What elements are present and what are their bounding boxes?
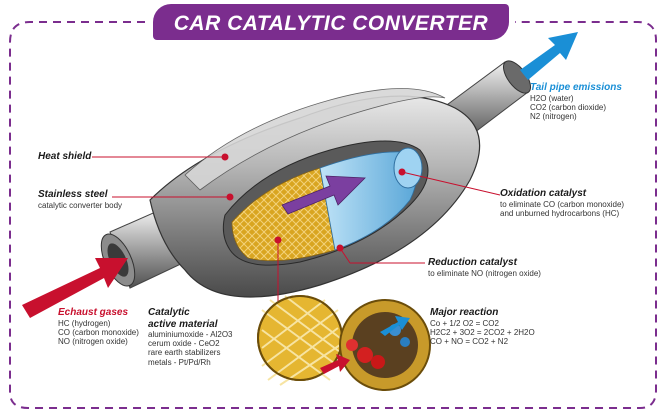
oxidation-line-2: and unburned hydrocarbons (HC): [500, 208, 620, 218]
catalytic-title-2: active material: [148, 318, 218, 330]
heat-shield-plate: [184, 88, 446, 191]
exhaust-gases-title: Echaust gases: [58, 307, 129, 318]
label-major-reaction: Major reaction Co + 1/2 O2 = CO2 H2C2 + …: [430, 307, 535, 346]
tail-line-1: H2O (water): [530, 93, 574, 103]
tailpipe-arrow: [520, 32, 578, 80]
exhaust-line-3: NO (nitrogen oxide): [58, 336, 128, 346]
reaction-line-3: CO + NO = CO2 + N2: [430, 336, 509, 346]
honeycomb-magnifier: [257, 295, 343, 386]
catalytic-title: Catalytic: [148, 307, 190, 318]
dashed-border: [9, 21, 657, 409]
tail-pipe-title: Tail pipe emissions: [530, 82, 622, 93]
label-exhaust-gases: Echaust gases HC (hydrogen) CO (carbon m…: [58, 307, 139, 346]
page-title: CAR CATALYTIC CONVERTER: [173, 12, 489, 35]
exhaust-arrow: [22, 258, 128, 318]
label-tail-pipe: Tail pipe emissions H2O (water) CO2 (car…: [530, 82, 622, 121]
reaction-line-1: Co + 1/2 O2 = CO2: [430, 318, 499, 328]
oxidation-line-1: to eliminate CO (carbon monoxide): [500, 199, 625, 209]
label-heat-shield: Heat shield: [38, 151, 91, 163]
stainless-steel-title: Stainless steel: [38, 189, 108, 200]
reduction-desc: to eliminate NO (nitrogen oxide): [428, 268, 541, 278]
heat-shield-title: Heat shield: [38, 151, 92, 162]
label-reduction-catalyst: Reduction catalyst to eliminate NO (nitr…: [428, 257, 541, 278]
catalytic-line-3: rare earth stabilizers: [148, 348, 221, 358]
catalytic-line-4: metals - Pt/Pd/Rh: [148, 357, 211, 367]
label-catalytic-material: Catalytic active material aluminiumoxide…: [148, 307, 232, 367]
converter-body: [149, 88, 481, 298]
label-stainless-steel: Stainless steel catalytic converter body: [38, 189, 122, 210]
reaction-line-2: H2C2 + 3O2 = 2CO2 + 2H2O: [430, 327, 535, 337]
reduction-title: Reduction catalyst: [428, 257, 517, 268]
oxidation-title: Oxidation catalyst: [500, 188, 587, 199]
exhaust-line-1: HC (hydrogen): [58, 318, 111, 328]
title-banner: CAR CATALYTIC CONVERTER: [153, 4, 509, 40]
catalytic-line-1: aluminiumoxide - Al2O3: [148, 330, 233, 339]
catalytic-line-2: cerum oxide - CeO2: [148, 339, 220, 349]
tail-line-3: N2 (nitrogen): [530, 111, 577, 121]
flow-arrow: [281, 175, 366, 215]
catalyst-honeycomb: [231, 167, 336, 262]
tail-line-2: CO2 (carbon dioxide): [530, 102, 607, 112]
exhaust-line-2: CO (carbon monoxide): [58, 327, 139, 337]
reaction-magnifier: [320, 299, 431, 391]
label-oxidation-catalyst: Oxidation catalyst to eliminate CO (carb…: [500, 188, 624, 218]
major-reaction-title: Major reaction: [430, 307, 499, 318]
stainless-steel-desc: catalytic converter body: [38, 200, 123, 210]
